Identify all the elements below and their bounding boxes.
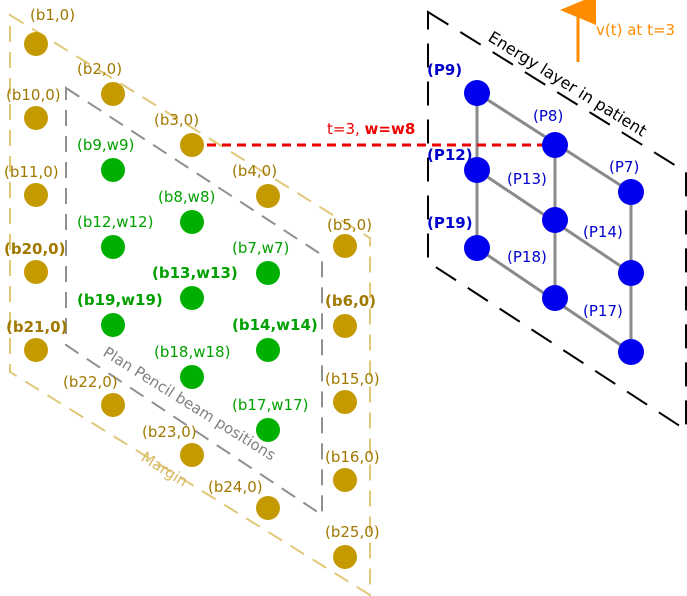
patient-label-p13: (P13) bbox=[507, 170, 547, 188]
patient-spot-p12 bbox=[464, 157, 490, 183]
patient-spot-p7 bbox=[618, 179, 644, 205]
plan-spot-b19 bbox=[101, 313, 125, 337]
plan-spot-b8 bbox=[180, 210, 204, 234]
margin-label-b20: (b20,0) bbox=[4, 240, 65, 258]
plan-label-b8: (b8,w8) bbox=[158, 188, 215, 206]
plan-label-b12: (b12,w12) bbox=[77, 213, 153, 231]
patient-spot-p9 bbox=[464, 80, 490, 106]
energy-layer-outline bbox=[427, 10, 687, 432]
patient-label-p7: (P7) bbox=[609, 158, 639, 176]
margin-label-b4: (b4,0) bbox=[232, 162, 277, 180]
plan-label-b13: (b13,w13) bbox=[152, 264, 238, 282]
patient-label-p14: (P14) bbox=[583, 223, 623, 241]
margin-label-b21: (b21,0) bbox=[6, 318, 67, 336]
plan-label-b14: (b14,w14) bbox=[232, 316, 318, 334]
patient-spot-p18 bbox=[542, 285, 568, 311]
plan-spot-b17 bbox=[256, 418, 280, 442]
margin-spot-b3 bbox=[180, 133, 204, 157]
margin-label-b23: (b23,0) bbox=[142, 423, 197, 441]
margin-spot-b4 bbox=[256, 184, 280, 208]
plan-spot-b9 bbox=[101, 158, 125, 182]
plan-label-b18: (b18,w18) bbox=[154, 343, 230, 361]
patient-label-p8: (P8) bbox=[533, 107, 563, 125]
margin-spot-b11 bbox=[24, 183, 48, 207]
plan-spot-b14 bbox=[256, 338, 280, 362]
velocity-label: v(t) at t=3 bbox=[596, 21, 675, 39]
energy-layer-title: Energy layer in patient bbox=[485, 27, 650, 140]
plan-spot-b13 bbox=[180, 286, 204, 310]
patient-label-p17: (P17) bbox=[583, 302, 623, 320]
margin-label-b5: (b5,0) bbox=[327, 216, 372, 234]
patient-spot-p14 bbox=[618, 260, 644, 286]
margin-label-b1: (b1,0) bbox=[30, 6, 75, 24]
margin-spot-b25 bbox=[333, 545, 357, 569]
margin-label-b10: (b10,0) bbox=[6, 86, 61, 104]
margin-label-b15: (b15,0) bbox=[325, 370, 380, 388]
margin-spot-b20 bbox=[24, 260, 48, 284]
margin-label-b6: (b6,0) bbox=[325, 292, 376, 310]
beam-link-label: t=3, w=w8 bbox=[327, 120, 415, 138]
patient-label-p9: (P9) bbox=[427, 61, 462, 79]
margin-spot-b1 bbox=[24, 32, 48, 56]
margin-label-b16: (b16,0) bbox=[325, 448, 380, 466]
patient-label-p19: (P19) bbox=[427, 214, 473, 232]
margin-label-b25: (b25,0) bbox=[325, 523, 380, 541]
margin-spot-b21 bbox=[24, 338, 48, 362]
margin-label-b24: (b24,0) bbox=[208, 478, 263, 496]
plan-spot-b18 bbox=[180, 365, 204, 389]
plan-label-b9: (b9,w9) bbox=[77, 136, 134, 154]
margin-spot-b16 bbox=[333, 468, 357, 492]
patient-spot-p17 bbox=[618, 339, 644, 365]
patient-spot-p19 bbox=[464, 235, 490, 261]
margin-spot-b23 bbox=[180, 443, 204, 467]
margin-label-b3: (b3,0) bbox=[154, 111, 199, 129]
patient-label-p12: (P12) bbox=[427, 146, 473, 164]
patient-spot-p8 bbox=[542, 132, 568, 158]
plan-spot-b12 bbox=[101, 235, 125, 259]
margin-outline bbox=[9, 13, 371, 596]
margin-label-b22: (b22,0) bbox=[63, 373, 118, 391]
margin-spot-b10 bbox=[24, 106, 48, 130]
margin-spot-b5 bbox=[333, 234, 357, 258]
patient-spot-p13 bbox=[542, 207, 568, 233]
margin-spot-b22 bbox=[101, 393, 125, 417]
margin-spot-b24 bbox=[256, 496, 280, 520]
plan-spot-b7 bbox=[256, 261, 280, 285]
margin-spot-b6 bbox=[333, 314, 357, 338]
patient-label-p18: (P18) bbox=[507, 248, 547, 266]
plan-label-b7: (b7,w7) bbox=[232, 239, 289, 257]
margin-label-b11: (b11,0) bbox=[4, 163, 59, 181]
margin-label-b2: (b2,0) bbox=[77, 60, 122, 78]
margin-spot-b15 bbox=[333, 390, 357, 414]
plan-label-b19: (b19,w19) bbox=[77, 291, 163, 309]
margin-spot-b2 bbox=[101, 82, 125, 106]
plan-label-b17: (b17,w17) bbox=[232, 396, 308, 414]
